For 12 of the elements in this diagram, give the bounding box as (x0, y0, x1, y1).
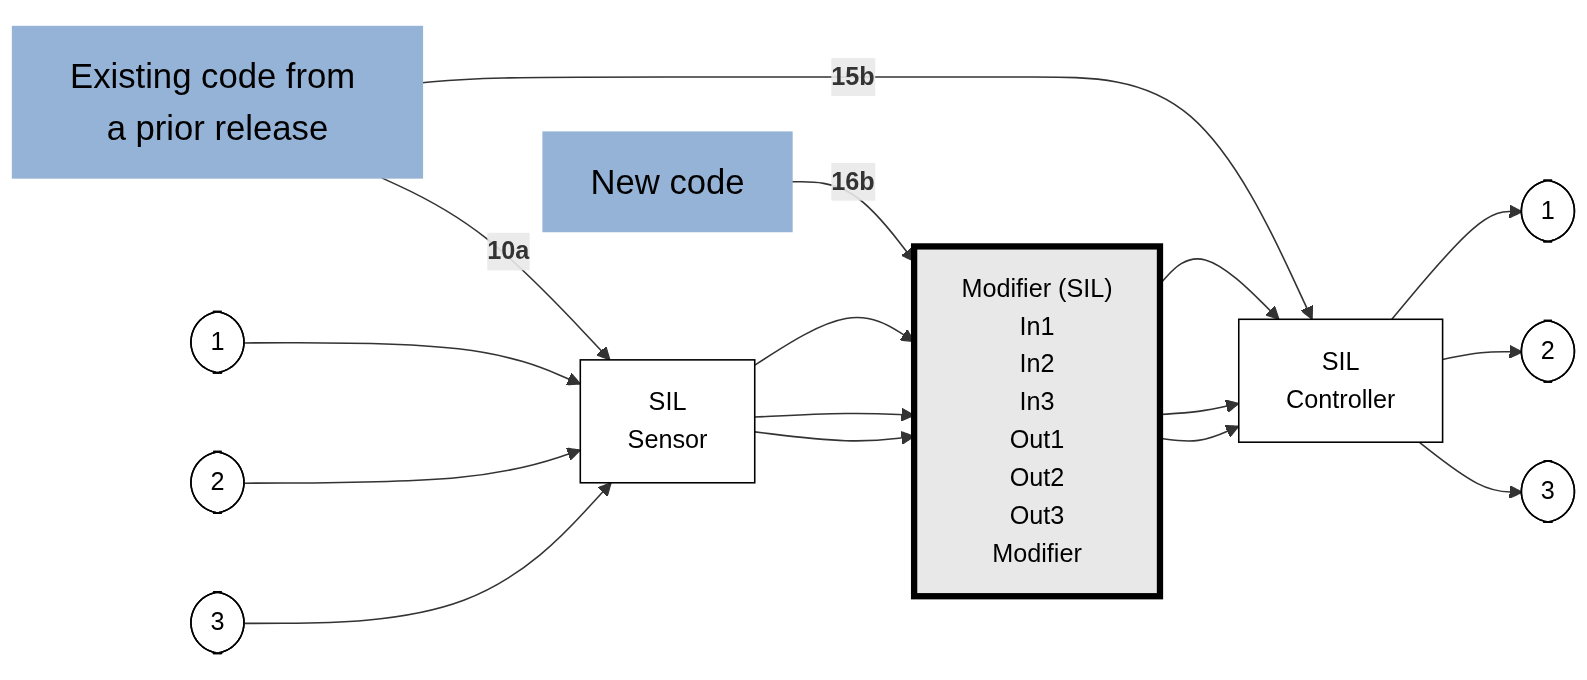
arrow (243, 482, 612, 625)
arrow (243, 341, 581, 386)
node-box: Existing code from a prior release (11, 25, 424, 179)
node-box: SIL Sensor (579, 359, 756, 484)
node-box: Modifier (SIL) In1 In2 In3 Out1 Out2 Out3 Modifier (910, 243, 1164, 600)
node-box: New code (542, 131, 793, 233)
arrow (380, 177, 611, 361)
edge-label: 10a (487, 237, 530, 265)
edge-label: 15b (831, 62, 875, 90)
edge-label: 16b (831, 167, 875, 195)
node-box: SIL Controller (1238, 318, 1444, 443)
arrow (243, 447, 581, 484)
